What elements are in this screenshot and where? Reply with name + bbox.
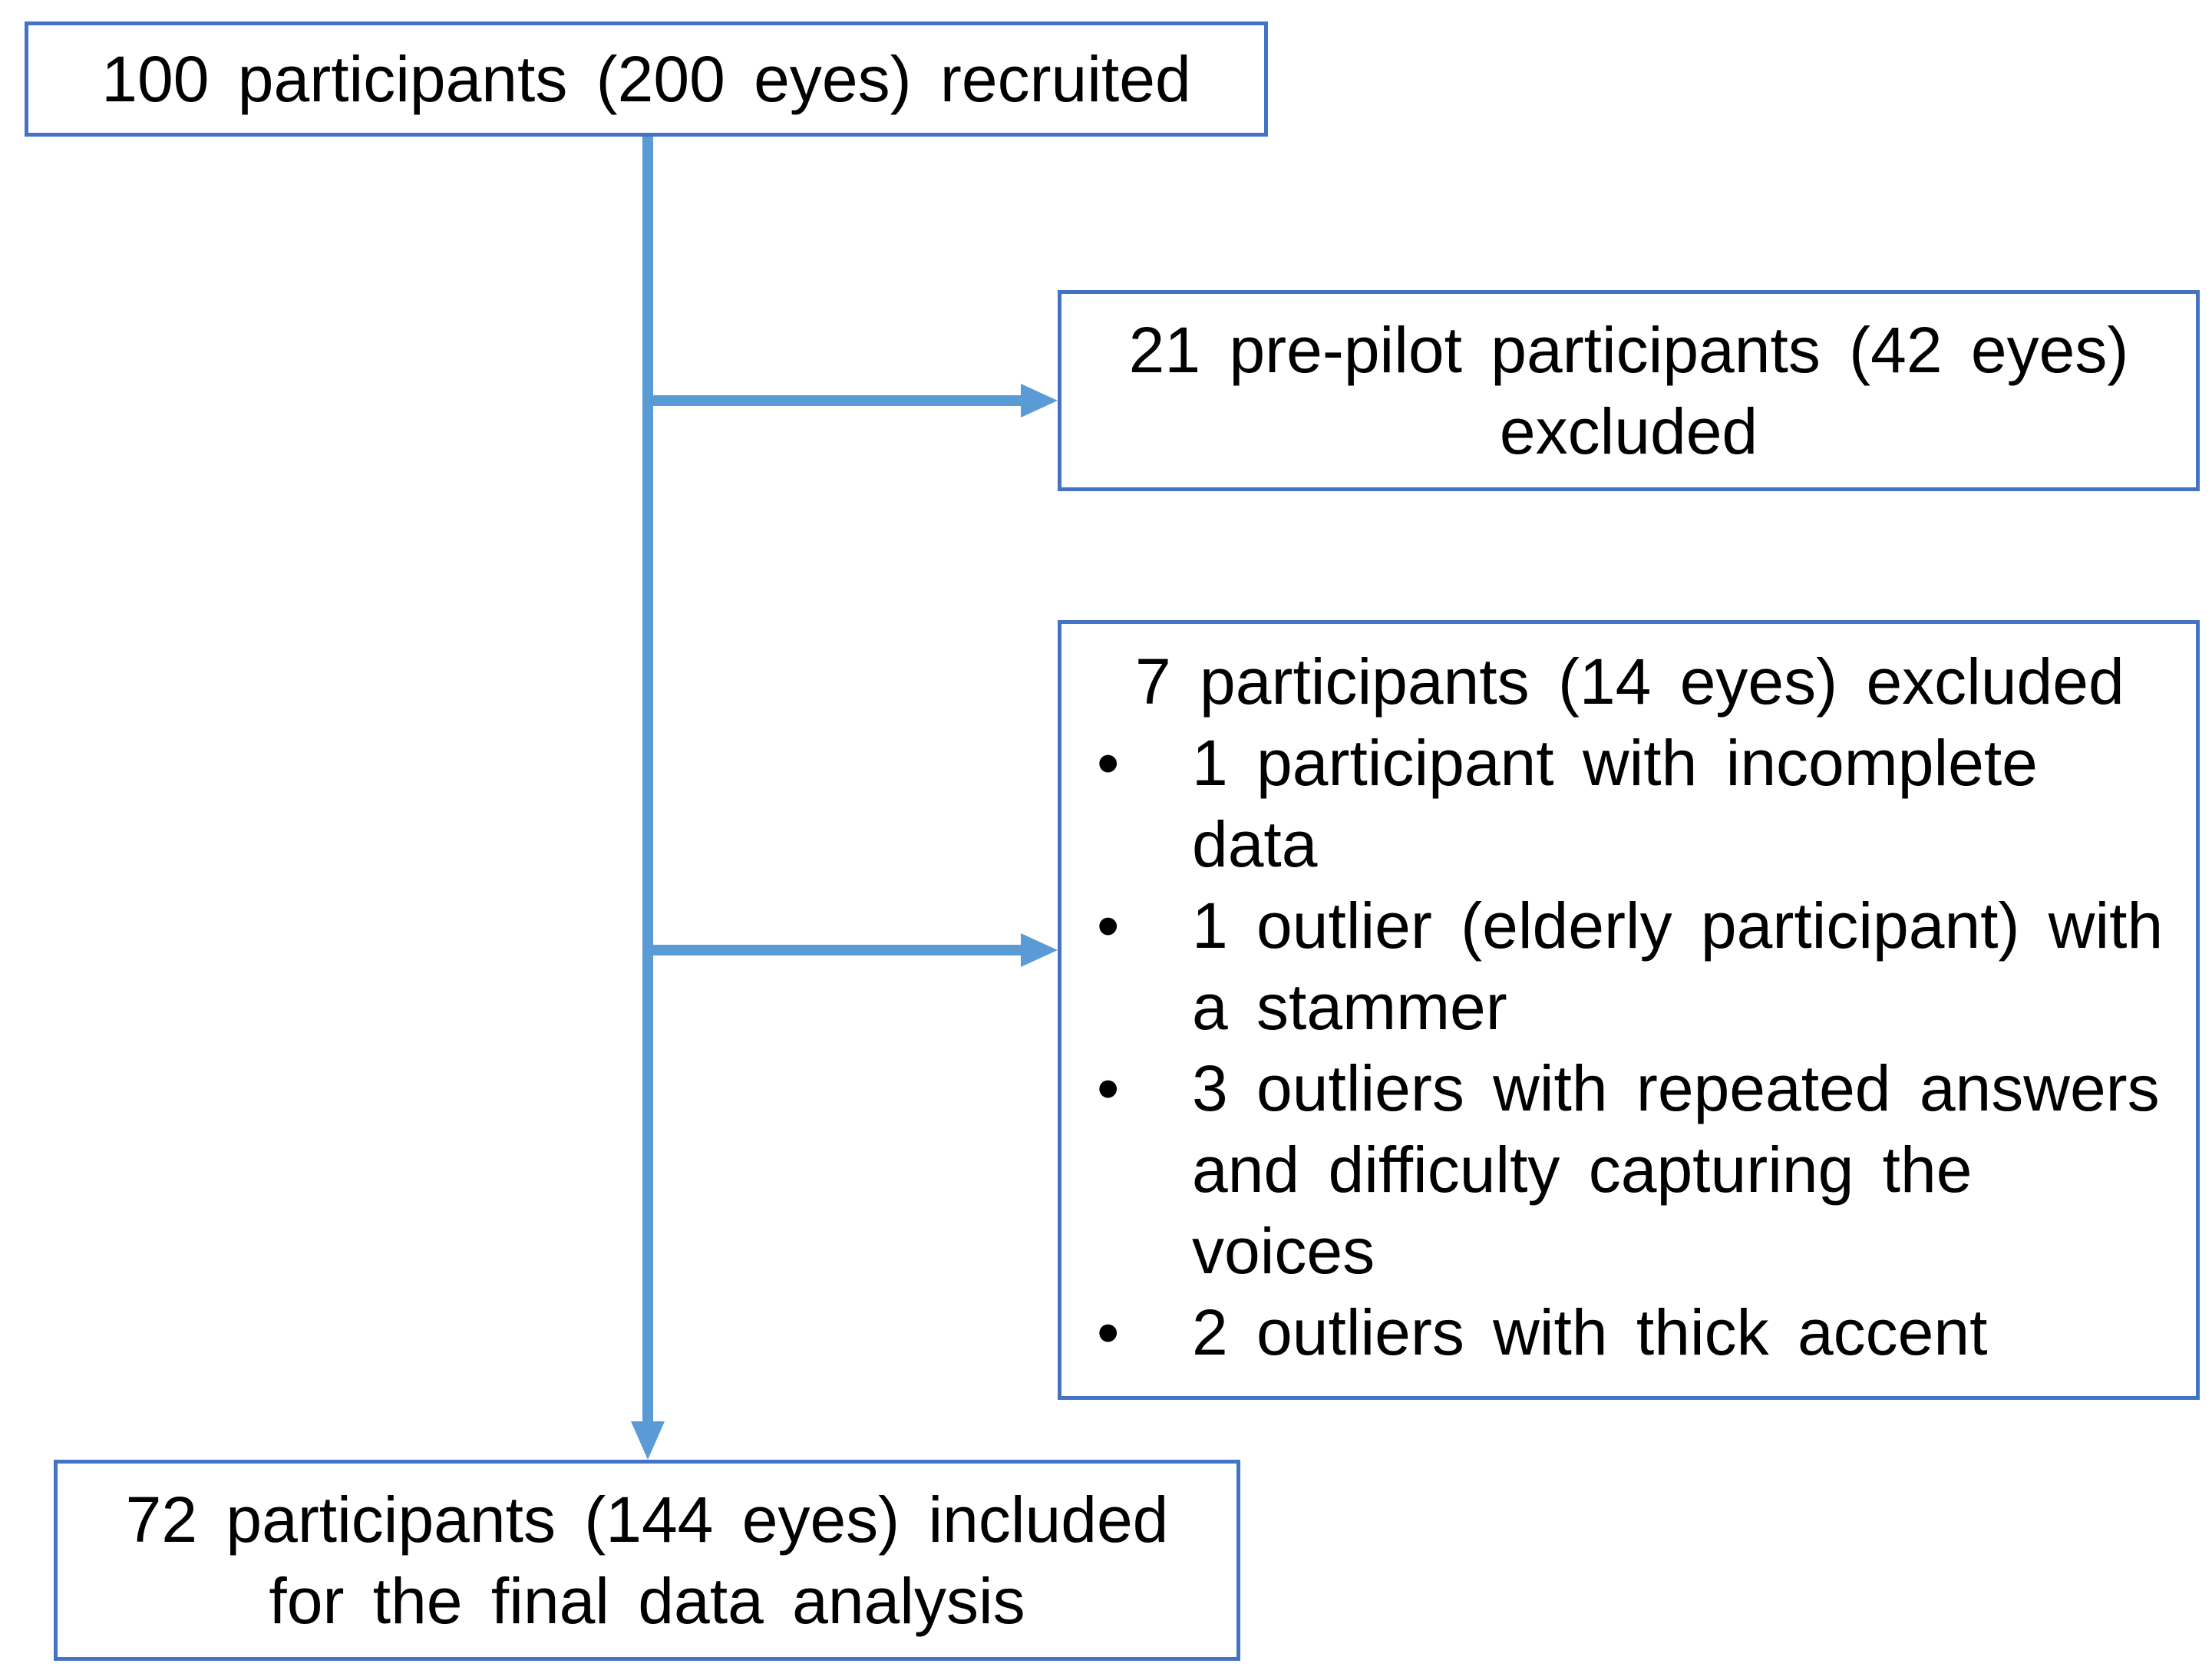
excluded-heading: 7 participants (14 eyes) excluded [1135,645,2125,718]
prepilot-excluded-box: 21 pre-pilot participants (42 eyes) excl… [1058,290,2200,491]
bullet-icon: • [1097,1052,1120,1124]
list-item-text: 2 outliers with thick accent [1192,1296,1988,1368]
outliers-excluded-box: 7 participants (14 eyes) excluded • 1 par… [1058,620,2200,1400]
list-item: • 3 outliers with repeated answers and di… [1061,1048,2196,1292]
list-item-text: 1 outlier (elderly participant) with a s… [1192,889,2164,1043]
bullet-icon: • [1097,889,1120,962]
recruited-text: 100 participants (200 eyes) recruited [101,43,1191,115]
bullet-icon: • [1097,727,1120,799]
main-arrow-head [631,1421,665,1460]
prepilot-line-1: 21 pre-pilot participants (42 eyes) [1128,314,2129,386]
list-item-text: 3 outliers with repeated answers and dif… [1192,1052,2160,1287]
bullet-icon: • [1097,1296,1120,1368]
exclusion-reasons-list: • 1 participant with incomplete data • 1 o… [1061,722,2196,1373]
prepilot-line-2: excluded [1499,395,1758,467]
final-line-1: 72 participants (144 eyes) included [125,1484,1169,1556]
final-line-2: for the final data analysis [269,1565,1025,1637]
list-item: • 1 participant with incomplete data [1061,722,2196,885]
branch-arrow-excluded-head [1021,933,1058,967]
list-item: • 1 outlier (elderly participant) with a … [1061,885,2196,1048]
final-included-box: 72 participants (144 eyes) included for … [54,1460,1240,1661]
list-item-text: 1 participant with incomplete data [1192,727,2038,880]
recruited-box: 100 participants (200 eyes) recruited [25,21,1268,137]
branch-arrow-prepilot-head [1021,384,1058,418]
list-item: • 2 outliers with thick accent [1061,1292,2196,1373]
